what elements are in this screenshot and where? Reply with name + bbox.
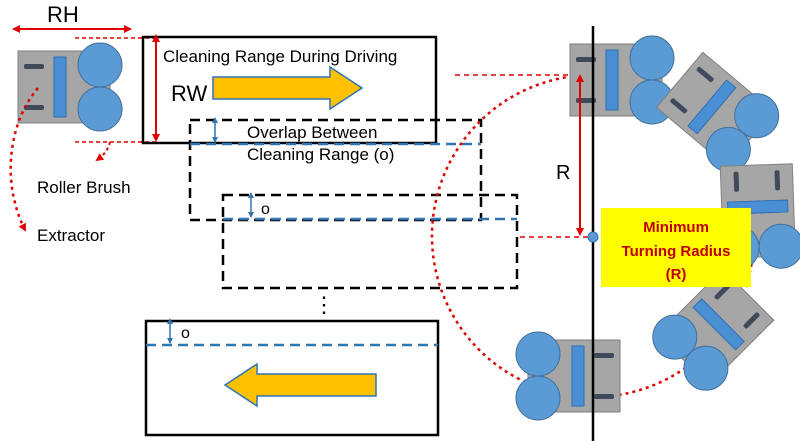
- cleaning-range-box-3: [221, 193, 519, 290]
- r-label: R: [556, 162, 570, 184]
- overlap-label-line2: Cleaning Range (o): [247, 145, 394, 164]
- min-turning-line1: Minimum: [643, 219, 709, 236]
- overlap-o-label-3: o: [181, 325, 190, 342]
- direction-arrow-left: [223, 362, 377, 408]
- rh-label: RH: [47, 2, 79, 27]
- min-turning-line2: Turning Radius: [622, 243, 731, 260]
- roller-brush-label: Roller Brush: [37, 178, 131, 197]
- continuation-ellipsis: ⋮: [313, 292, 335, 317]
- min-turning-line3: (R): [666, 266, 687, 283]
- roller-brush-pointer: [95, 141, 111, 162]
- robot-turn-5: [515, 331, 621, 421]
- robot-left: [17, 42, 123, 132]
- direction-arrow-right: [212, 65, 364, 111]
- overlap-o-label-2: o: [261, 201, 270, 218]
- pivot-point: [587, 231, 599, 243]
- extractor-pointer: [9, 87, 39, 232]
- extractor-label: Extractor: [37, 226, 105, 245]
- cleaning-range-label: Cleaning Range During Driving: [163, 47, 397, 66]
- cleaning-range-box-last: [144, 319, 440, 437]
- overlap-label-line1: Overlap Between: [247, 123, 377, 142]
- min-turning-radius-box: [601, 208, 751, 287]
- robot-turn-1: [569, 35, 675, 125]
- rw-label: RW: [171, 81, 207, 106]
